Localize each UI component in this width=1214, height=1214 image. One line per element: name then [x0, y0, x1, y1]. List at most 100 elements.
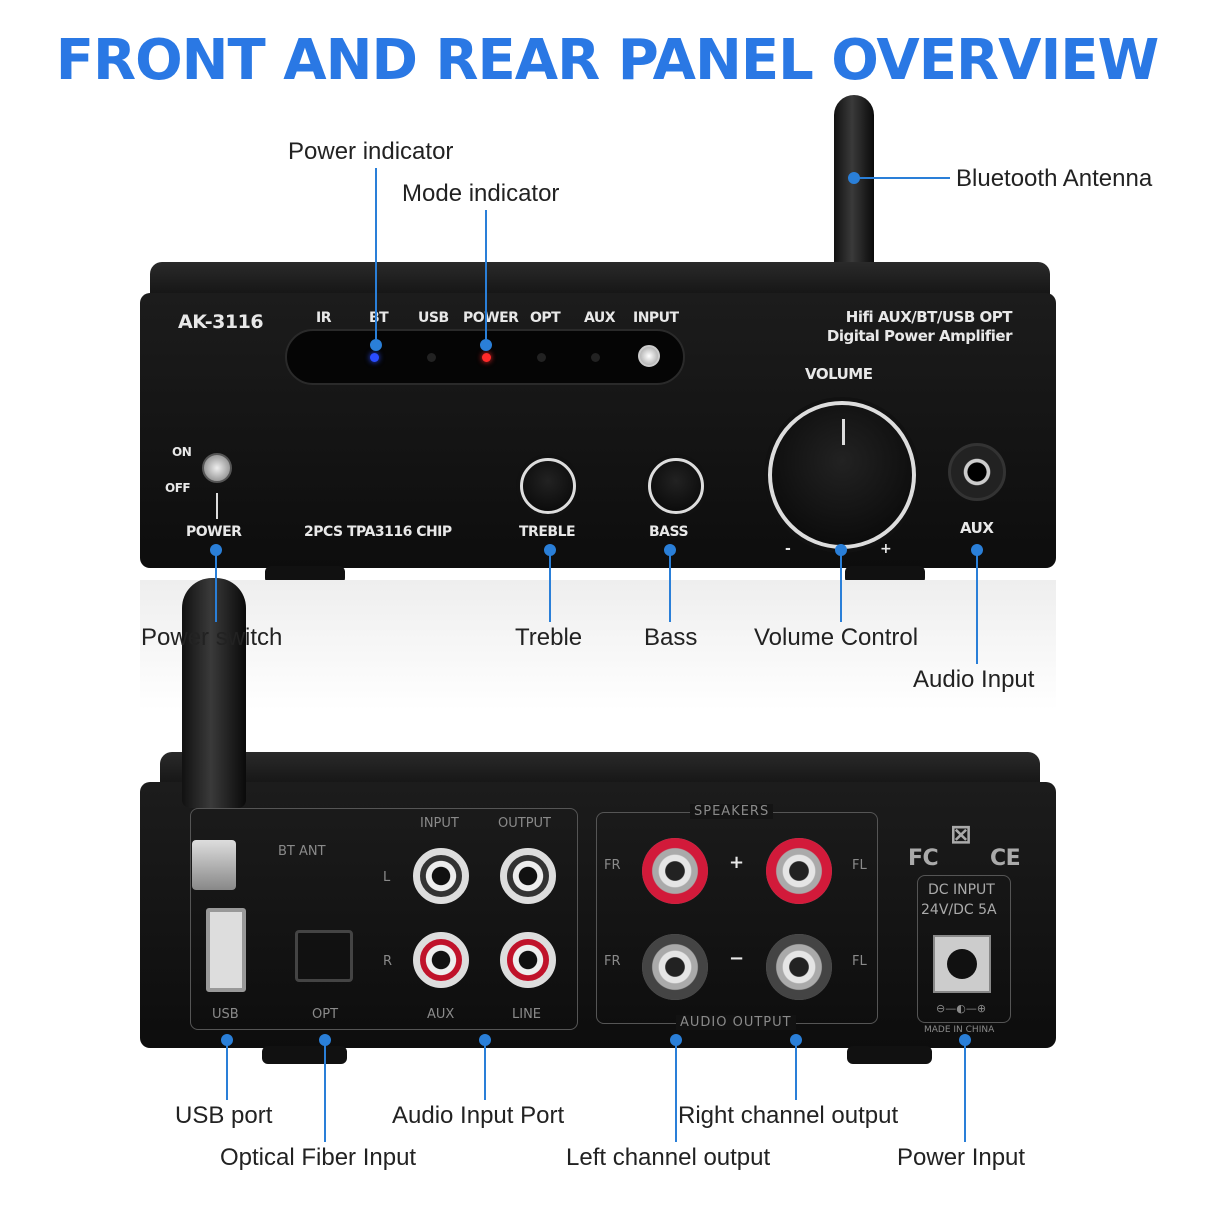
volume-knob[interactable]: [768, 401, 916, 549]
audio-input-port-leader: [479, 1034, 491, 1100]
chip-label: 2PCS TPA3116 CHIP: [304, 524, 452, 540]
line-l-jack[interactable]: [500, 848, 556, 904]
fr-negative-terminal[interactable]: [642, 934, 708, 1000]
product-line-1: Hifi AUX/BT/USB OPT: [845, 308, 1013, 326]
ce-mark: CE: [990, 846, 1021, 871]
indicator-aux: AUX: [584, 310, 616, 326]
optical-port[interactable]: [295, 930, 353, 982]
dc-rating-label: 24V/DC 5A: [921, 902, 997, 918]
front-reflection: [140, 580, 1056, 710]
callout-usb-port: USB port: [175, 1102, 273, 1129]
indicator-input: INPUT: [633, 310, 679, 326]
fr-positive-terminal[interactable]: [642, 838, 708, 904]
volume-pointer: [842, 419, 845, 445]
fl-bottom-label: FL: [852, 954, 867, 969]
volume-label: VOLUME: [805, 365, 873, 383]
treble-label: TREBLE: [519, 524, 576, 540]
fr-top-label: FR: [604, 858, 621, 873]
callout-bass: Bass: [644, 624, 698, 651]
made-in-label: MADE IN CHINA: [924, 1025, 995, 1035]
power-led: [482, 353, 491, 362]
audio-output-label: AUDIO OUTPUT: [676, 1015, 796, 1030]
opt-led: [537, 353, 546, 362]
fl-positive-terminal[interactable]: [766, 838, 832, 904]
usb-leader: [221, 1034, 233, 1100]
audio-input-leader: [971, 544, 983, 664]
callout-power-input: Power Input: [897, 1144, 1026, 1171]
usb-label: USB: [212, 1007, 239, 1022]
model-label: AK-3116: [178, 311, 264, 333]
optical-leader: [319, 1034, 331, 1142]
indicator-ir: IR: [316, 310, 332, 326]
left-output-leader: [670, 1034, 682, 1142]
off-label: OFF: [165, 481, 191, 495]
output-label: OUTPUT: [498, 816, 551, 831]
indicator-usb: USB: [418, 310, 449, 326]
fc-mark: FC: [908, 846, 939, 871]
dc-power-jack[interactable]: [933, 935, 991, 993]
aux-label: AUX: [960, 519, 994, 537]
minus-sign: −: [729, 948, 744, 969]
plus-sign: +: [729, 852, 744, 873]
callout-bluetooth-antenna: Bluetooth Antenna: [956, 165, 1153, 192]
callout-treble: Treble: [515, 624, 583, 651]
aux-led: [591, 353, 600, 362]
indicator-opt: OPT: [530, 310, 561, 326]
bass-knob[interactable]: [648, 458, 704, 514]
callout-audio-input: Audio Input: [913, 666, 1035, 693]
usb-port[interactable]: [206, 908, 246, 992]
dc-box: [917, 875, 1011, 1023]
power-toggle-switch[interactable]: [202, 453, 232, 483]
mode-indicator-leader: [480, 210, 492, 351]
callout-optical: Optical Fiber Input: [220, 1144, 417, 1171]
aux-l-jack[interactable]: [413, 848, 469, 904]
aux-label-rear: AUX: [427, 1007, 455, 1022]
rear-foot-right: [847, 1046, 932, 1064]
power-input-leader: [959, 1034, 971, 1142]
aux-jack[interactable]: [948, 443, 1006, 501]
fl-negative-terminal[interactable]: [766, 934, 832, 1000]
speakers-label: SPEAKERS: [690, 804, 774, 819]
on-label: ON: [172, 445, 192, 459]
bass-label: BASS: [649, 524, 689, 540]
indicator-power: POWER: [463, 310, 519, 326]
line-r-jack[interactable]: [500, 932, 556, 988]
indicator-bt: BT: [369, 310, 389, 326]
bass-leader: [664, 544, 676, 622]
power-switch-line: [216, 493, 218, 519]
usb-led: [427, 353, 436, 362]
volume-minus: -: [785, 541, 791, 557]
treble-knob[interactable]: [520, 458, 576, 514]
aux-r-jack[interactable]: [413, 932, 469, 988]
callout-mode-indicator: Mode indicator: [402, 180, 560, 207]
front-foot-left: [265, 566, 345, 584]
power-indicator-leader: [370, 168, 382, 351]
treble-leader: [544, 544, 556, 622]
dc-input-label: DC INPUT: [928, 882, 995, 898]
opt-label: OPT: [312, 1007, 339, 1022]
power-label: POWER: [186, 524, 242, 540]
callout-right-output: Right channel output: [678, 1102, 899, 1129]
bt-led: [370, 353, 379, 362]
rear-panel: BT ANT INPUT OUTPUT L R USB OPT AUX LINE…: [140, 782, 1056, 1048]
callout-power-indicator: Power indicator: [288, 138, 454, 165]
io-box: [190, 808, 578, 1030]
page-title: FRONT AND REAR PANEL OVERVIEW: [55, 28, 1160, 93]
r-label: R: [383, 954, 393, 969]
fl-top-label: FL: [852, 858, 867, 873]
volume-plus: +: [880, 541, 892, 557]
l-label: L: [383, 870, 391, 885]
input-button[interactable]: [638, 345, 660, 367]
polarity-icon: ⊖—◐—⊕: [936, 1002, 987, 1015]
callout-left-output: Left channel output: [566, 1144, 771, 1171]
product-line-2: Digital Power Amplifier: [826, 327, 1013, 345]
weee-icon: ⊠: [950, 820, 972, 850]
input-label: INPUT: [420, 816, 459, 831]
rear-antenna: [182, 578, 246, 808]
fr-bottom-label: FR: [604, 954, 621, 969]
volume-leader: [835, 544, 847, 622]
right-output-leader: [790, 1034, 802, 1100]
callout-audio-input-port: Audio Input Port: [392, 1102, 565, 1129]
power-switch-leader: [210, 544, 222, 622]
